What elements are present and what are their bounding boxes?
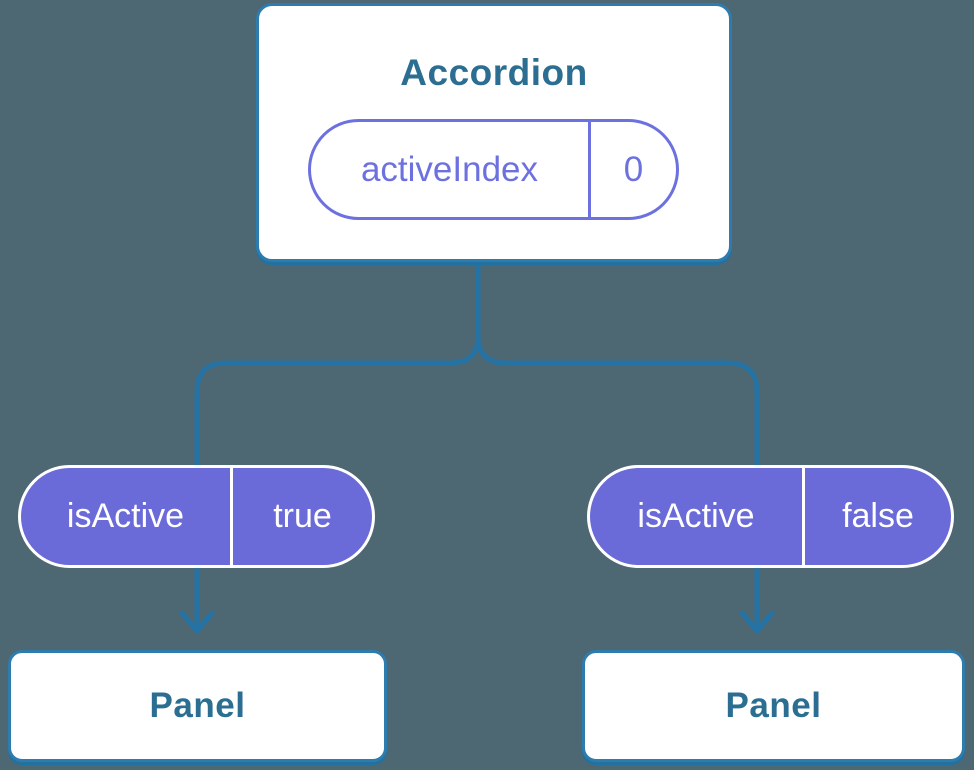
prop-name: isActive xyxy=(66,497,185,535)
prop-pill-is-active-true: isActive true xyxy=(18,465,375,568)
prop-name: isActive xyxy=(637,497,755,535)
connector-right-branch xyxy=(475,261,760,627)
accordion-component-card: Accordion activeIndex 0 xyxy=(256,3,732,262)
state-name: activeIndex xyxy=(360,149,539,189)
prop-pill-is-active-false: isActive false xyxy=(587,465,954,568)
arrowhead-down-icon xyxy=(739,610,775,634)
component-title: Accordion xyxy=(400,52,588,93)
component-title: Panel xyxy=(149,686,246,725)
panel-component-card-left: Panel xyxy=(8,650,387,762)
prop-value: true xyxy=(273,497,332,535)
arrowhead-down-icon xyxy=(179,610,215,634)
pill-divider xyxy=(802,468,805,565)
state-pill-active-index: activeIndex 0 xyxy=(308,119,679,220)
state-value: 0 xyxy=(623,149,644,189)
component-title: Panel xyxy=(725,686,822,725)
pill-divider xyxy=(588,122,591,217)
panel-component-card-right: Panel xyxy=(582,650,965,762)
connector-left-branch xyxy=(194,261,481,627)
pill-divider xyxy=(230,468,233,565)
prop-value: false xyxy=(842,497,914,535)
